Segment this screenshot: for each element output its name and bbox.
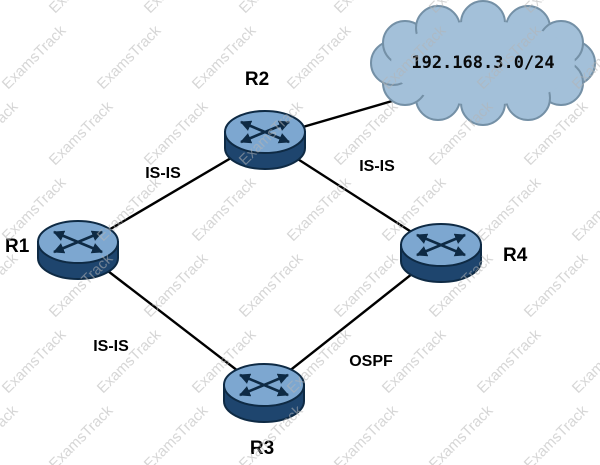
- watermark-text: ExamsTrack: [46, 0, 117, 17]
- network-cloud: 192.168.3.0/24: [370, 0, 596, 126]
- watermark-text: ExamsTrack: [46, 98, 117, 169]
- labels: R1 R2 R3 R4 IS-IS IS-IS IS-IS OSPF: [5, 69, 528, 459]
- watermark-text: ExamsTrack: [236, 0, 307, 17]
- watermark-text: ExamsTrack: [569, 174, 600, 245]
- watermark-text: ExamsTrack: [0, 250, 22, 321]
- router-r4-label: R4: [503, 245, 528, 266]
- watermark-text: ExamsTrack: [426, 402, 497, 465]
- watermark-text: ExamsTrack: [521, 0, 592, 17]
- link-r1-r2-label: IS-IS: [145, 165, 181, 182]
- watermark-text: ExamsTrack: [569, 326, 600, 397]
- router-r3-label: R3: [250, 438, 274, 459]
- watermark-text: ExamsTrack: [284, 174, 355, 245]
- watermark-text: ExamsTrack: [141, 250, 212, 321]
- watermark-text: ExamsTrack: [141, 0, 212, 17]
- watermark-text: ExamsTrack: [331, 402, 402, 465]
- link-r2-r4-label: IS-IS: [359, 158, 395, 175]
- watermark-text: ExamsTrack: [94, 22, 165, 93]
- watermark-text: ExamsTrack: [94, 326, 165, 397]
- watermark-text: ExamsTrack: [474, 174, 545, 245]
- watermark-text: ExamsTrack: [0, 402, 22, 465]
- router-r2-label: R2: [245, 69, 269, 90]
- watermark-text: ExamsTrack: [189, 174, 260, 245]
- watermark-text: ExamsTrack: [284, 326, 355, 397]
- watermark-text: ExamsTrack: [0, 0, 22, 17]
- watermark-text: ExamsTrack: [46, 402, 117, 465]
- link-r1-r3-label: IS-IS: [93, 338, 129, 355]
- watermark-text: ExamsTrack: [521, 402, 592, 465]
- watermark-text: ExamsTrack: [284, 22, 355, 93]
- watermark-text: ExamsTrack: [521, 250, 592, 321]
- watermark-text: ExamsTrack: [236, 250, 307, 321]
- router-r1-label: R1: [5, 236, 30, 257]
- watermark-text: ExamsTrack: [474, 326, 545, 397]
- watermark-text: ExamsTrack: [0, 326, 70, 397]
- watermark-text: ExamsTrack: [0, 98, 22, 169]
- watermark-text: ExamsTrack: [0, 22, 70, 93]
- cloud-network-label: 192.168.3.0/24: [411, 53, 554, 73]
- link-r3-r4-label: OSPF: [349, 353, 393, 370]
- watermark-text: ExamsTrack: [141, 402, 212, 465]
- watermark-text: ExamsTrack: [331, 0, 402, 17]
- watermark-text: ExamsTrack: [94, 174, 165, 245]
- watermark-text: ExamsTrack: [141, 98, 212, 169]
